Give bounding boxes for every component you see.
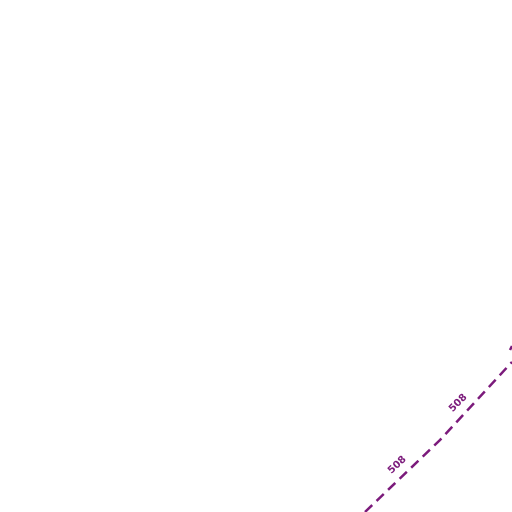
boundary-line <box>364 361 512 512</box>
